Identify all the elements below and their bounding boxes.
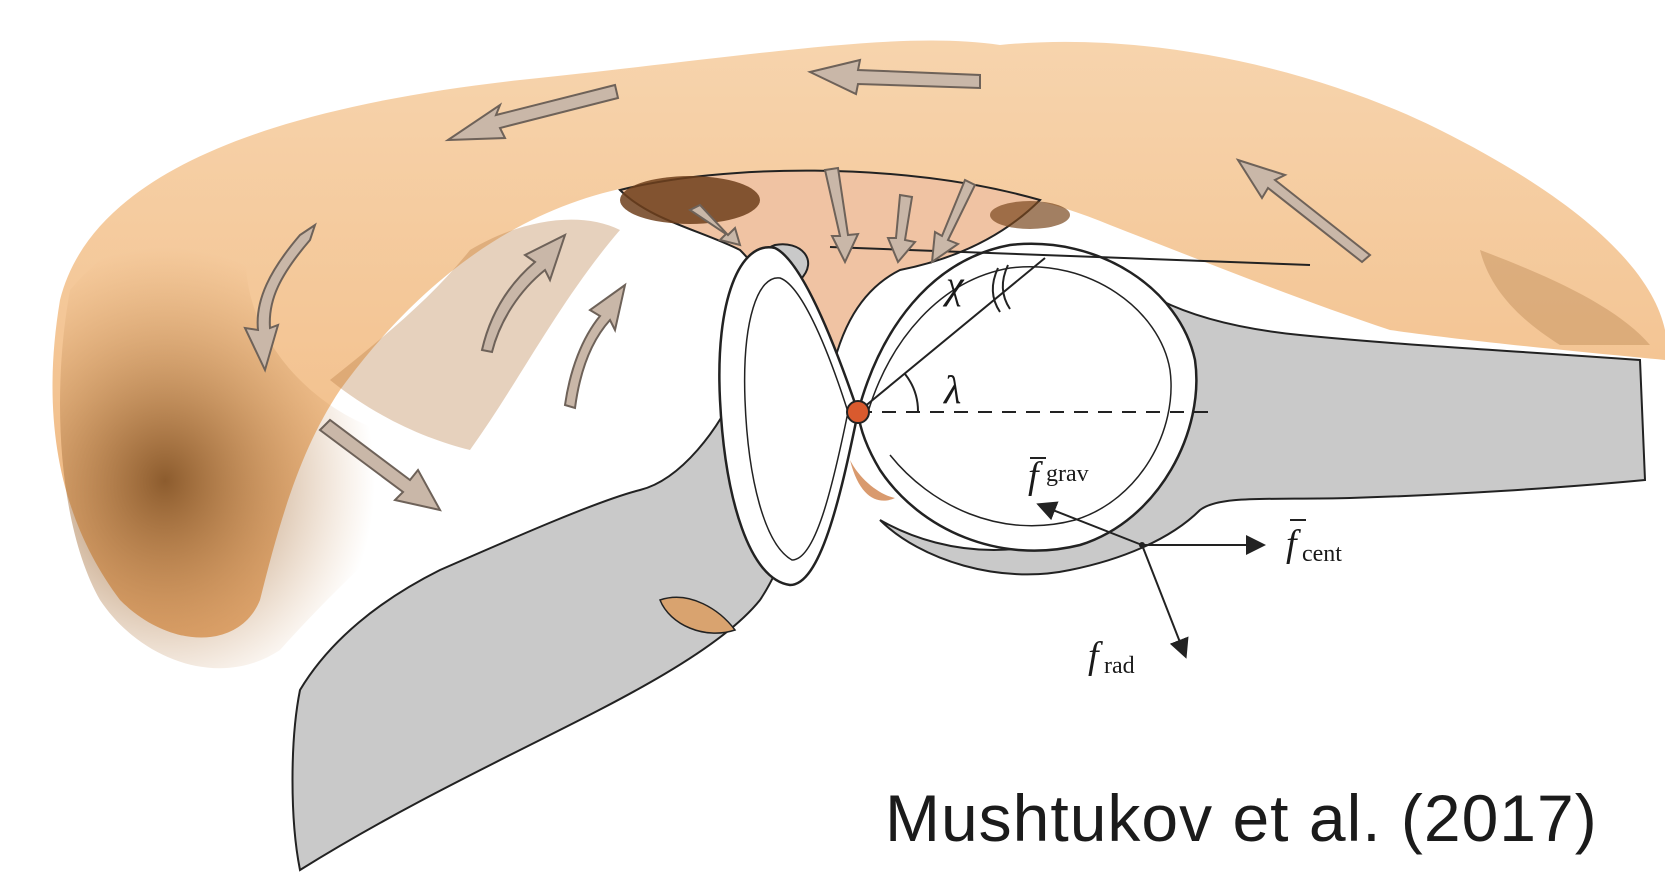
f-rad-vector (1142, 545, 1185, 655)
f-cent-label: f cent (1286, 520, 1342, 567)
cavity-dark-rim-right (990, 201, 1070, 229)
f-cent-symbol: f (1286, 523, 1301, 565)
force-origin-dot (1139, 542, 1145, 548)
cavity-dark-rim (620, 176, 760, 224)
f-rad-subscript: rad (1104, 653, 1135, 679)
flow-arrow-icon (565, 285, 625, 408)
neutron-star-icon (847, 401, 869, 423)
field-loop-right (858, 244, 1196, 551)
chi-label: χ (942, 262, 965, 307)
citation-text: Mushtukov et al. (2017) (885, 780, 1598, 856)
f-grav-subscript: grav (1046, 461, 1089, 487)
lambda-label: λ (943, 367, 961, 412)
f-rad-label: f rad (1088, 635, 1135, 679)
f-rad-symbol: f (1088, 635, 1103, 677)
f-cent-subscript: cent (1302, 541, 1342, 567)
